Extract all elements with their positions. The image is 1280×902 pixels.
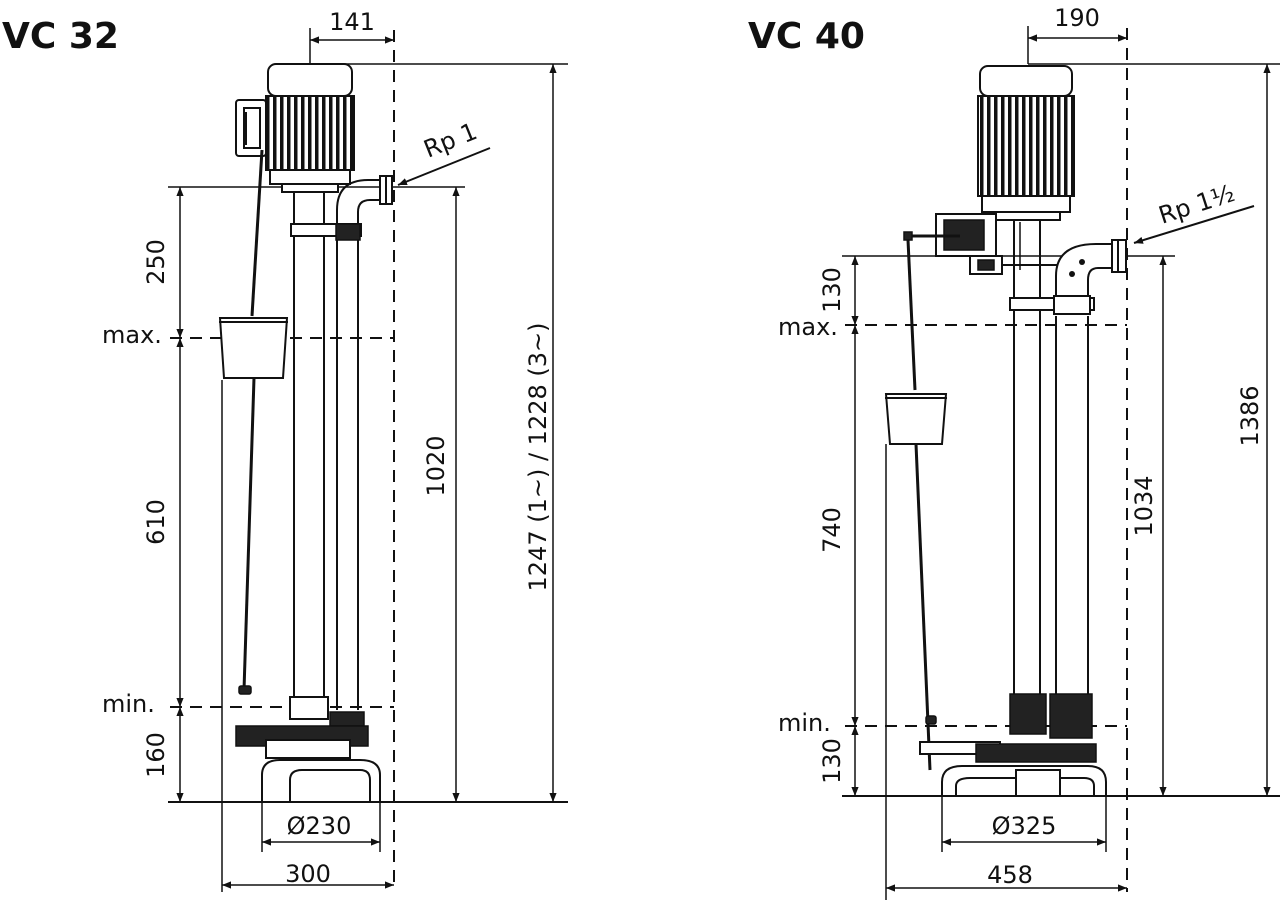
vc40-dim-total-height: 1386: [1236, 385, 1264, 446]
vc32-dim-min-to-base: 160: [142, 732, 170, 778]
vc40-title: VC 40: [748, 16, 865, 57]
vc32-dim-outlet-to-max: 250: [142, 239, 170, 285]
vc32-outlet-label: Rp 1: [420, 117, 481, 163]
vc32-label-max: max.: [102, 321, 162, 349]
vc40-dim-width: 458: [987, 861, 1033, 889]
vc32-dim-max-to-min: 610: [142, 499, 170, 545]
vc32-float-switch: [218, 149, 289, 695]
vc40-dim-foot-diameter: Ø325: [992, 812, 1057, 840]
vc32-dim-outlet-height: 1020: [422, 435, 450, 496]
vc40-dim-outlet-to-max: 130: [818, 267, 846, 313]
vc40-motor: [977, 65, 1075, 221]
vc32-dim-motor-offset: 141: [329, 8, 375, 36]
vc40-control-box: [903, 213, 1060, 275]
vc32-dim-total-height: 1247 (1~) / 1228 (3~): [524, 323, 552, 592]
vc40-dim-outlet-height: 1034: [1130, 475, 1158, 536]
vc32-dim-foot-diameter: Ø230: [287, 812, 352, 840]
vc40-column: [1009, 220, 1127, 696]
vc32-column: [290, 175, 393, 710]
vc32-label-min: min.: [102, 690, 155, 718]
vc32-pump-housing: [235, 696, 381, 803]
vc40-label-min: min.: [778, 709, 831, 737]
vc40-label-max: max.: [778, 313, 838, 341]
vc40-dim-motor-offset: 190: [1054, 4, 1100, 32]
vc40-drawing: VC 40: [748, 4, 1280, 900]
vc32-title: VC 32: [2, 16, 119, 57]
vc32-dim-width: 300: [285, 860, 331, 888]
vc40-dim-min-to-base: 130: [818, 738, 846, 784]
vc40-outlet-label: Rp 1½: [1155, 179, 1238, 230]
vc32-drawing: VC 32: [2, 8, 568, 892]
vc40-float-switch: [884, 239, 948, 771]
vc40-dim-max-to-min: 740: [818, 507, 846, 553]
vc40-pump-housing: [919, 693, 1107, 797]
vc32-motor: [235, 63, 355, 193]
